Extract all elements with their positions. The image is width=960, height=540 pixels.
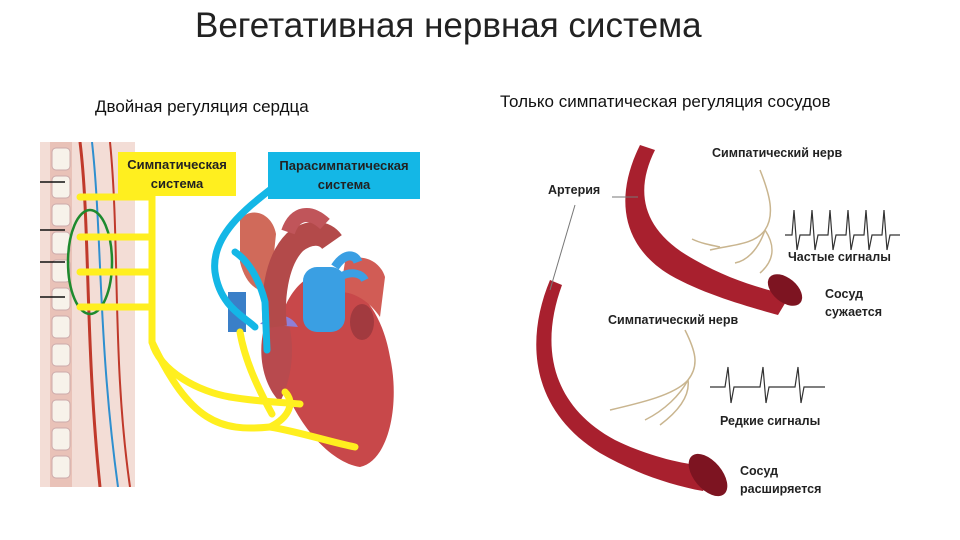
sympathetic-label-line2: система <box>151 176 204 191</box>
nerve-label-bottom: Симпатический нерв <box>608 313 738 327</box>
rare-signals-trace <box>710 367 825 403</box>
frequent-signals-label: Частые сигналы <box>788 250 891 264</box>
vessel-narrows-line1: Сосуд <box>825 287 863 301</box>
vessel-widens-line1: Сосуд <box>740 464 778 478</box>
sympathetic-label-line1: Симпатическая <box>127 157 227 172</box>
vessel-regulation-diagram: Артерия Симпатический нерв Частые сигнал… <box>520 135 940 505</box>
vessel-narrows-line2: сужается <box>825 305 882 319</box>
frequent-signals-trace <box>785 210 900 250</box>
right-heading: Только симпатическая регуляция сосудов <box>500 92 831 112</box>
parasympathetic-label-line1: Парасимпатическая <box>279 158 408 173</box>
rare-signals-label: Редкие сигналы <box>720 414 820 428</box>
artery-top <box>625 145 808 315</box>
vessel-widens-line2: расширяется <box>740 482 821 496</box>
nerve-fibers-top <box>692 170 772 273</box>
heart-regulation-diagram: Симпатическая система Парасимпатическая … <box>40 142 442 487</box>
nerve-label-top: Симпатический нерв <box>712 146 842 160</box>
left-heading: Двойная регуляция сердца <box>95 97 309 117</box>
parasympathetic-label-line2: система <box>318 177 371 192</box>
artery-leader-line-2 <box>550 205 575 290</box>
nerve-fibers-bottom <box>610 330 695 425</box>
artery-label: Артерия <box>548 183 600 197</box>
page-title: Вегетативная нервная система <box>195 6 775 46</box>
